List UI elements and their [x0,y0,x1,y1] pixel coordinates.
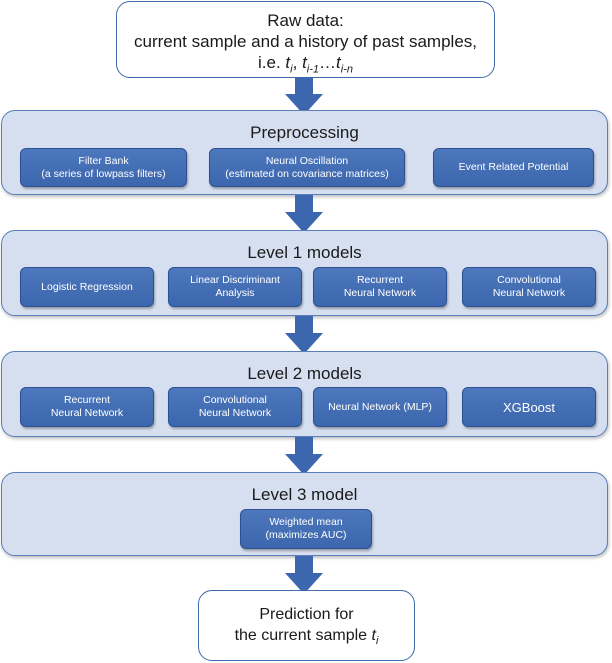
prediction-box: Prediction for the current sample ti [198,590,415,661]
raw-data-box: Raw data: current sample and a history o… [116,1,495,78]
raw-data-description: current sample and a history of past sam… [134,32,477,51]
weighted-mean-box: Weighted mean(maximizes AUC) [240,509,372,549]
event-related-potential-box: Event Related Potential [433,148,594,187]
mlp-box: Neural Network (MLP) [313,387,447,427]
level1-stage: Level 1 models Logistic Regression Linea… [1,230,608,316]
raw-data-notation: i.e. ti, ti-1…ti-n [258,53,353,76]
down-arrow-icon [285,437,323,475]
down-arrow-icon [285,77,323,115]
down-arrow-icon [285,556,323,594]
prediction-subtitle: the current sample ti [234,627,379,648]
neural-oscillation-box: Neural Oscillation(estimated on covarian… [209,148,405,187]
level3-title: Level 3 model [251,485,358,504]
xgboost-box: XGBoost [462,387,596,427]
down-arrow-icon [285,195,323,233]
filter-bank-box: Filter Bank(a series of lowpass filters) [20,148,187,187]
level1-title: Level 1 models [247,243,362,262]
preprocessing-title: Preprocessing [250,123,359,142]
logistic-regression-box: Logistic Regression [20,267,154,307]
preprocessing-stage: Preprocessing Filter Bank(a series of lo… [1,110,608,195]
level3-stage: Level 3 model Weighted mean(maximizes AU… [1,472,608,556]
down-arrow-icon [285,316,323,354]
level2-title: Level 2 models [247,364,362,383]
raw-data-title: Raw data: [267,11,344,30]
prediction-title: Prediction for [259,606,354,623]
